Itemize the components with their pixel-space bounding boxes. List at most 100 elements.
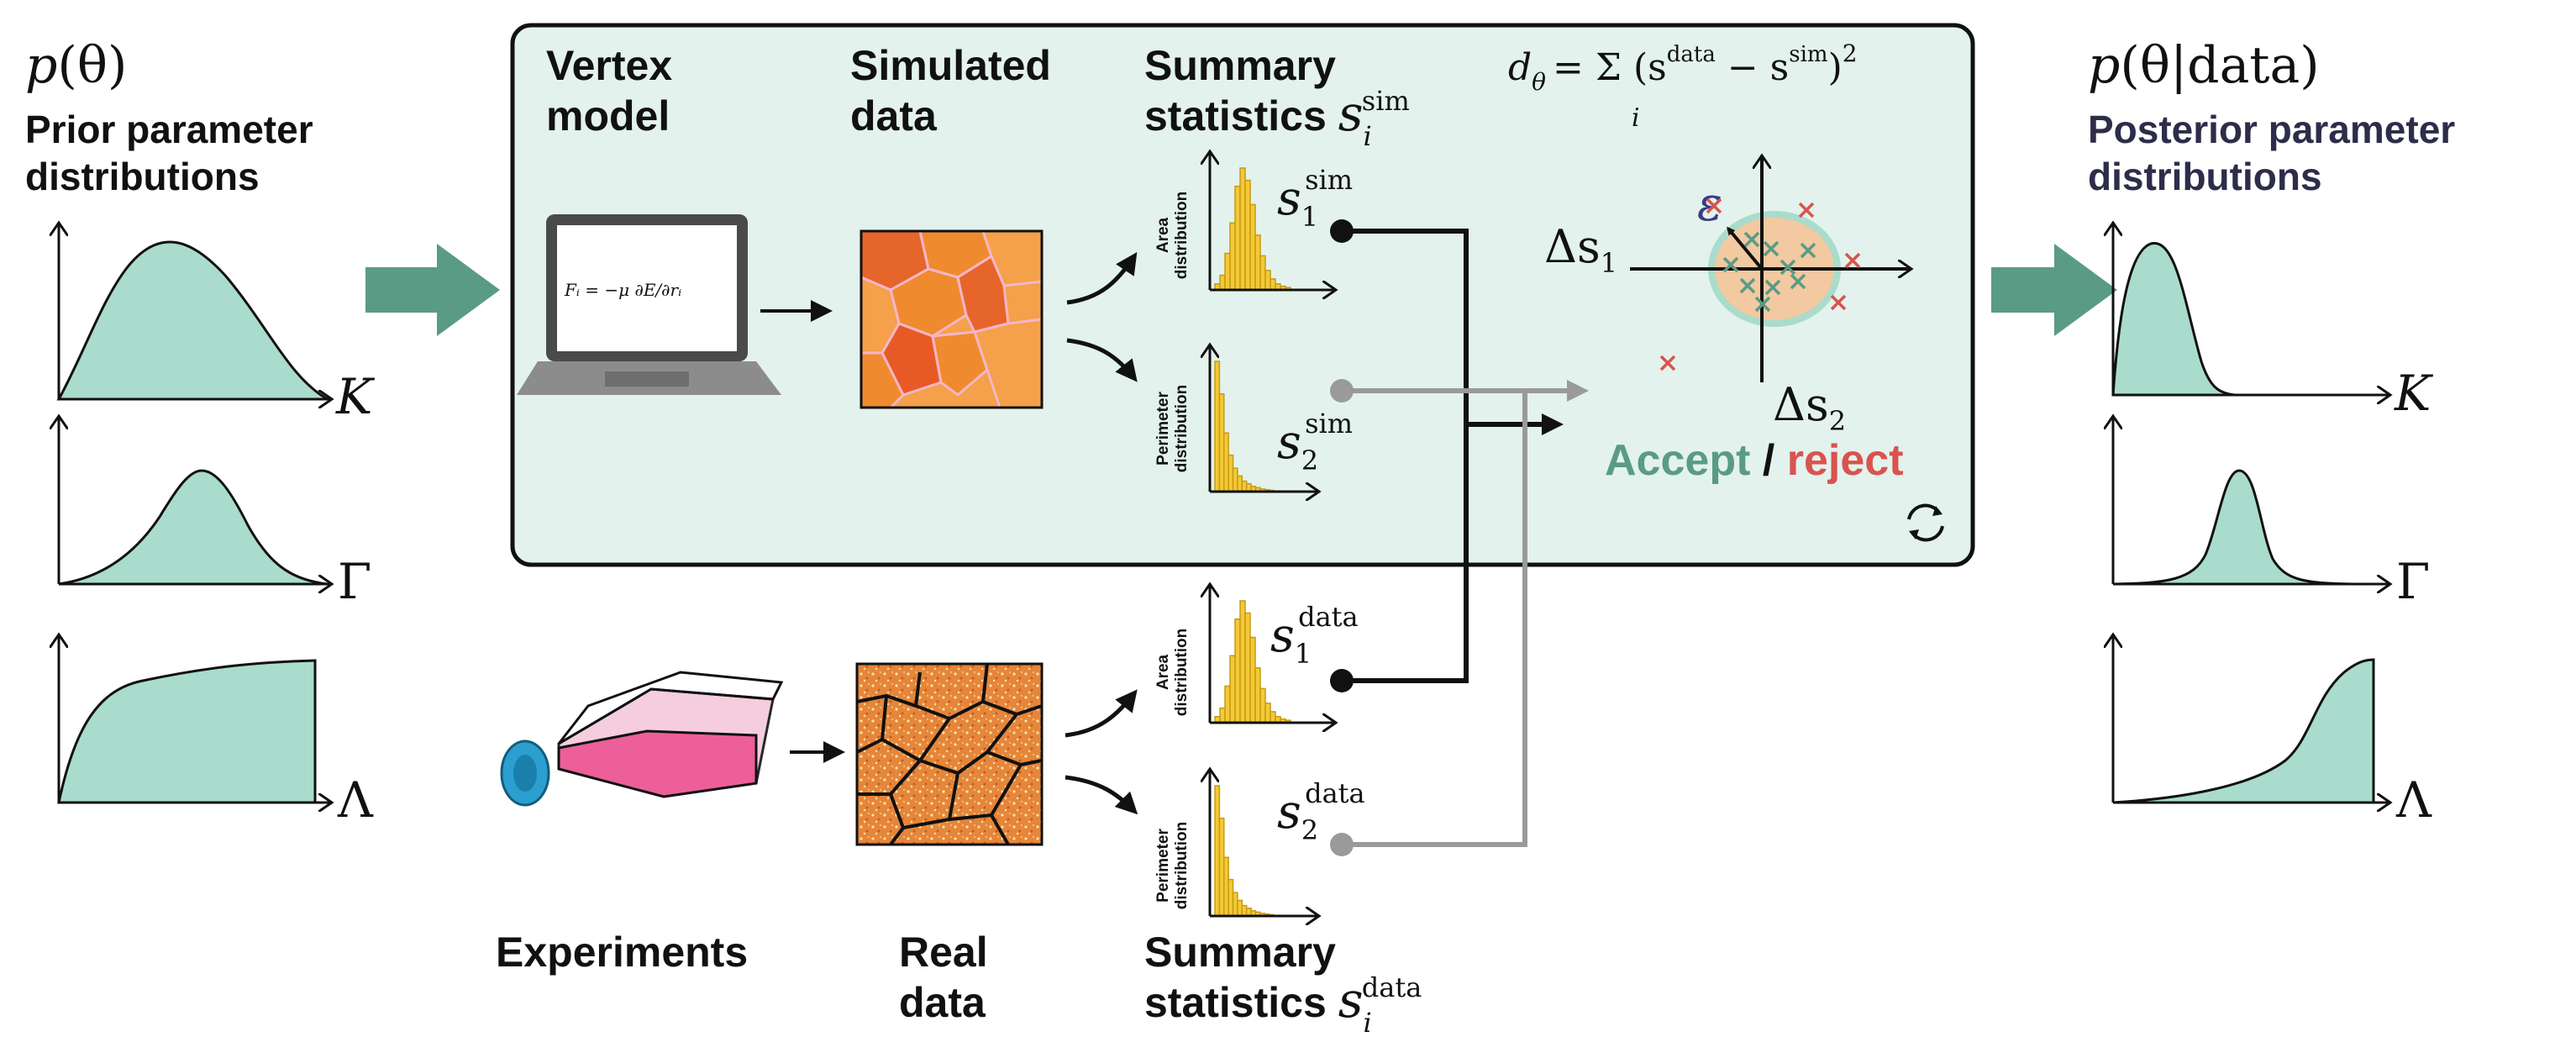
hist-sim-area-bar: [1224, 252, 1231, 291]
simulated-data-title-line1: Simulated: [850, 42, 1051, 89]
prior-Gamma-label: Γ: [338, 553, 371, 610]
posterior-Lambda-curve: [2112, 658, 2375, 804]
rejected-point: [1659, 355, 1676, 371]
hist-data-perim-bar: [1214, 785, 1221, 917]
simulated-tissue-image: [860, 229, 1044, 409]
dot-s2-data: [1330, 833, 1354, 856]
hist-data-area-bar: [1234, 618, 1241, 724]
hist-data-area-bar: [1219, 707, 1226, 724]
prior-title-line2: distributions: [25, 155, 260, 198]
real-tissue-image: [855, 662, 1044, 846]
posterior-Lambda-plot: Λ: [2113, 634, 2432, 829]
rejected-point: [1830, 294, 1847, 311]
rejected-point: [1706, 197, 1722, 214]
dot-s2-sim: [1330, 379, 1354, 403]
connector-s1-sim: [1344, 229, 1564, 435]
hist-sim-perim-bar: [1218, 393, 1225, 492]
arrow-real-to-perimeter: [1065, 775, 1138, 815]
hist-sim-area-bar: [1229, 222, 1236, 291]
accepted-point: [1754, 296, 1771, 313]
abc-panel: [510, 23, 1975, 567]
s1-data-label: s1data: [1270, 601, 1359, 670]
hist-data-area-bar: [1239, 600, 1246, 724]
connector-s1-data: [1344, 424, 1469, 683]
prior-K-plot: K: [59, 223, 376, 425]
laptop-formula: Fᵢ = −μ ∂E/∂rᵢ: [564, 280, 681, 300]
data-perim-label-line1: Perimeter: [1154, 829, 1172, 903]
cycle-icon: [1907, 503, 1944, 542]
posterior-p-symbol: p(θ|data): [2088, 36, 2320, 95]
hist-sim-area-bar: [1249, 203, 1256, 291]
posterior-section: p(θ|data) Posterior parameter distributi…: [2088, 36, 2455, 829]
hist-data-area-bar: [1224, 685, 1231, 724]
hist-sim-area: [1210, 151, 1336, 290]
hist-data-area-bar: [1249, 636, 1256, 724]
posterior-title-line1: Posterior parameter: [2088, 108, 2455, 151]
real-data-label-line1: Real: [899, 929, 988, 976]
laptop-screen: [557, 225, 737, 351]
data-perim-label-line2: distribution: [1173, 822, 1191, 909]
prior-section: p(θ) Prior parameter distributions K Γ Λ: [25, 36, 376, 829]
hist-data-area-bar: [1254, 667, 1261, 724]
simulated-data-title-line2: data: [850, 92, 938, 139]
dot-s1-sim: [1330, 219, 1354, 243]
left-green-arrow: [365, 244, 500, 336]
prior-K-label: K: [335, 368, 376, 425]
hist-sim-perim-bar: [1223, 432, 1229, 492]
sim-perim-label-line2: distribution: [1173, 385, 1191, 472]
hist-data-perim-bar: [1223, 856, 1229, 917]
rejected-point: [1844, 252, 1861, 269]
sim-area-label-line2: distribution: [1173, 192, 1191, 279]
prior-Lambda-curve: [57, 659, 317, 804]
real-data-label-line2: data: [899, 979, 986, 1026]
arrow-real-to-area: [1065, 689, 1138, 738]
posterior-Gamma-plot: Γ: [2113, 416, 2430, 610]
hist-sim-area-bar: [1254, 234, 1261, 291]
accept-reject-label: Accept / reject: [1605, 436, 1904, 485]
prior-Lambda-label: Λ: [337, 771, 374, 829]
posterior-Gamma-curve: [2112, 469, 2353, 586]
prior-p-symbol: p(θ): [25, 36, 127, 95]
hist-data-area: [1210, 584, 1336, 723]
summary-sim-title-line1: Summary: [1144, 42, 1336, 89]
posterior-K-plot: K: [2113, 223, 2434, 422]
formula-sum-index: i: [1632, 103, 1640, 133]
accepted-point: [1763, 240, 1780, 257]
hist-sim-perim-bar: [1241, 480, 1248, 492]
hist-data-perim-bar: [1228, 878, 1234, 917]
arrow-sim-to-area: [1066, 252, 1138, 305]
hist-sim-perim-bar: [1228, 454, 1234, 492]
connector-s2-data: [1344, 391, 1527, 847]
epsilon-label: ε: [1697, 177, 1722, 232]
hist-data-area-bar: [1259, 687, 1266, 724]
hist-sim-area-bar: [1219, 274, 1226, 291]
distance-formula: dθ= Σ (sdata − ssim)2: [1508, 39, 1858, 96]
prior-Gamma-curve: [58, 469, 329, 586]
hist-data-perim-bar: [1237, 899, 1243, 917]
posterior-K-label: K: [2394, 365, 2434, 422]
hist-sim-perim-bar: [1214, 361, 1221, 492]
hist-sim-area-bar: [1259, 255, 1266, 291]
delta-s1-label: Δs1: [1544, 220, 1617, 279]
hist-sim-area-bar: [1270, 278, 1276, 291]
hist-data-area-bar: [1264, 703, 1271, 724]
accepted-point: [1739, 277, 1756, 294]
laptop-trackpad: [605, 371, 689, 387]
hist-data-perimeter: [1210, 769, 1319, 916]
sim-area-label-line1: Area: [1154, 217, 1172, 253]
flask-illustration: [500, 671, 784, 807]
hist-sim-perim-bar: [1232, 467, 1238, 492]
experiments-label: Experiments: [496, 929, 748, 976]
accepted-points: [1722, 231, 1816, 313]
delta-s2-label: Δs2: [1773, 378, 1846, 437]
hist-data-perim-bar: [1218, 818, 1225, 917]
hist-sim-area-bar: [1239, 167, 1246, 291]
posterior-Gamma-label: Γ: [2396, 553, 2430, 610]
rejected-point: [1798, 202, 1815, 218]
vertex-model-title-line2: model: [546, 92, 670, 139]
epsilon-arrow: [1727, 226, 1764, 271]
hist-data-perim-bar: [1241, 904, 1248, 917]
